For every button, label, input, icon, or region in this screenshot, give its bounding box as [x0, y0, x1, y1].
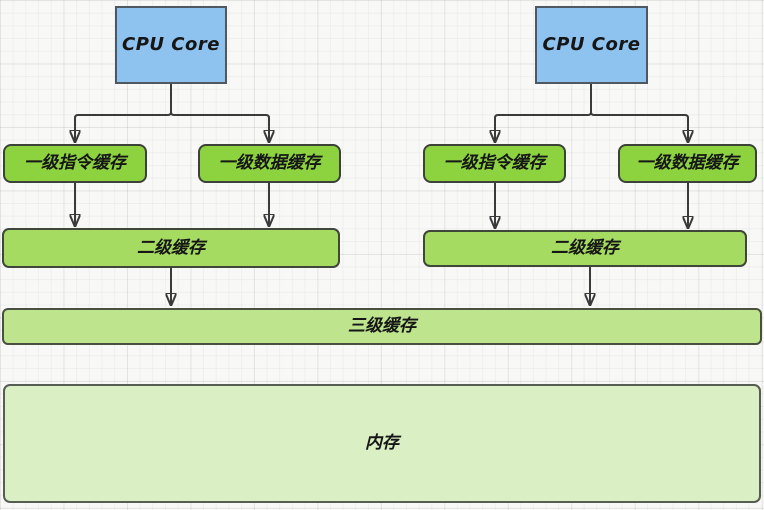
node-l2-cache-right-label: 二级缓存: [551, 238, 619, 259]
node-l1-data-cache-left-label: 一级数据缓存: [218, 153, 321, 174]
edge-cpu-right-to-l1d-right: [590, 84, 688, 142]
node-l3-cache: 三级缓存: [2, 308, 762, 345]
node-l1-data-cache-right-label: 一级数据缓存: [636, 153, 739, 174]
node-l1-data-cache-right: 一级数据缓存: [618, 144, 757, 183]
node-l2-cache-left: 二级缓存: [2, 228, 340, 268]
node-l2-cache-left-label: 二级缓存: [137, 237, 205, 258]
node-l1-instruction-cache-left: 一级指令缓存: [3, 144, 147, 183]
edge-cpu-left-to-l1i-left: [75, 84, 172, 142]
node-memory-label: 内存: [365, 433, 399, 454]
node-cpu-core-left-label: CPU Core: [122, 34, 220, 56]
edge-cpu-right-to-l1i-right: [495, 84, 592, 142]
node-cpu-core-right: CPU Core: [535, 6, 648, 84]
node-l1-data-cache-left: 一级数据缓存: [198, 144, 341, 183]
node-l3-cache-label: 三级缓存: [348, 316, 416, 337]
node-l2-cache-right: 二级缓存: [423, 230, 747, 267]
node-l1-instruction-cache-right: 一级指令缓存: [423, 144, 566, 183]
node-cpu-core-right-label: CPU Core: [542, 34, 641, 56]
node-memory: 内存: [3, 384, 761, 503]
node-l1-instruction-cache-right-label: 一级指令缓存: [443, 153, 546, 174]
edge-cpu-left-to-l1d-left: [170, 84, 269, 142]
node-cpu-core-left: CPU Core: [115, 6, 227, 84]
node-l1-instruction-cache-left-label: 一级指令缓存: [24, 153, 126, 174]
